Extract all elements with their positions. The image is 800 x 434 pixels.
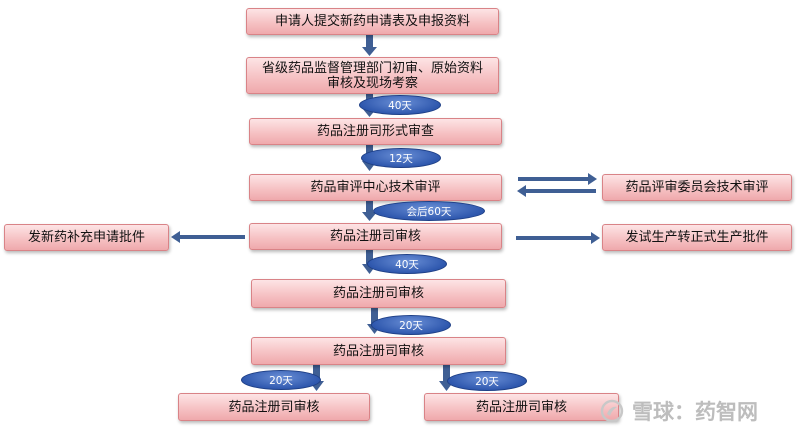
arrow-from-committee <box>517 185 596 197</box>
arrow-down-4 <box>362 200 377 221</box>
step-label: 药品注册司形式审查 <box>316 124 434 139</box>
step-label: 药品注册司审核 <box>475 399 567 415</box>
side-supplement-approval: 发新药补充申请批件 <box>4 224 169 251</box>
duration-badge: 20天 <box>371 315 451 335</box>
step-registration-audit-1: 药品注册司审核 <box>249 223 502 250</box>
step-label: 药品注册司审核 <box>332 286 424 301</box>
side-trial-to-formal-approval: 发试生产转正式生产批件 <box>602 224 792 251</box>
duration-badge: 20天 <box>241 370 321 390</box>
duration-badge: 40天 <box>359 95 441 115</box>
duration-badge: 40天 <box>367 254 447 274</box>
arrow-down-1 <box>362 34 377 56</box>
arrow-to-supplement <box>171 231 245 243</box>
step-label: 申请人提交新药申请表及申报资料 <box>274 14 470 29</box>
step-provincial-review: 省级药品监督管理部门初审、原始资料审核及现场考察 <box>246 57 499 94</box>
snowball-logo-icon <box>600 399 624 423</box>
side-label: 发试生产转正式生产批件 <box>625 230 769 245</box>
step-technical-review: 药品审评中心技术审评 <box>249 174 502 201</box>
step-label: 药品注册司审核 <box>228 399 320 415</box>
step-formal-review: 药品注册司形式审查 <box>249 118 502 145</box>
arrow-to-trial-formal <box>516 232 600 244</box>
step-label: 省级药品监督管理部门初审、原始资料审核及现场考察 <box>261 60 483 91</box>
arrow-to-committee <box>518 173 597 185</box>
step-label: 药品注册司审核 <box>329 229 421 244</box>
side-committee-review: 药品评审委员会技术审评 <box>602 174 792 201</box>
step-registration-audit-3: 药品注册司审核 <box>251 337 506 365</box>
watermark: 雪球：药智网 <box>600 396 758 426</box>
step-submit-application: 申请人提交新药申请表及申报资料 <box>246 8 499 35</box>
side-label: 药品评审委员会技术审评 <box>625 180 769 195</box>
side-label: 发新药补充申请批件 <box>27 230 145 245</box>
duration-badge: 会后60天 <box>373 201 485 221</box>
duration-badge: 12天 <box>361 148 441 168</box>
duration-badge: 20天 <box>447 371 527 391</box>
step-registration-audit-left: 药品注册司审核 <box>178 393 370 421</box>
watermark-text: 雪球：药智网 <box>632 400 758 424</box>
step-registration-audit-2: 药品注册司审核 <box>251 279 506 308</box>
step-label: 药品注册司审核 <box>332 343 424 359</box>
step-label: 药品审评中心技术审评 <box>310 180 441 195</box>
step-registration-audit-right: 药品注册司审核 <box>424 393 619 421</box>
